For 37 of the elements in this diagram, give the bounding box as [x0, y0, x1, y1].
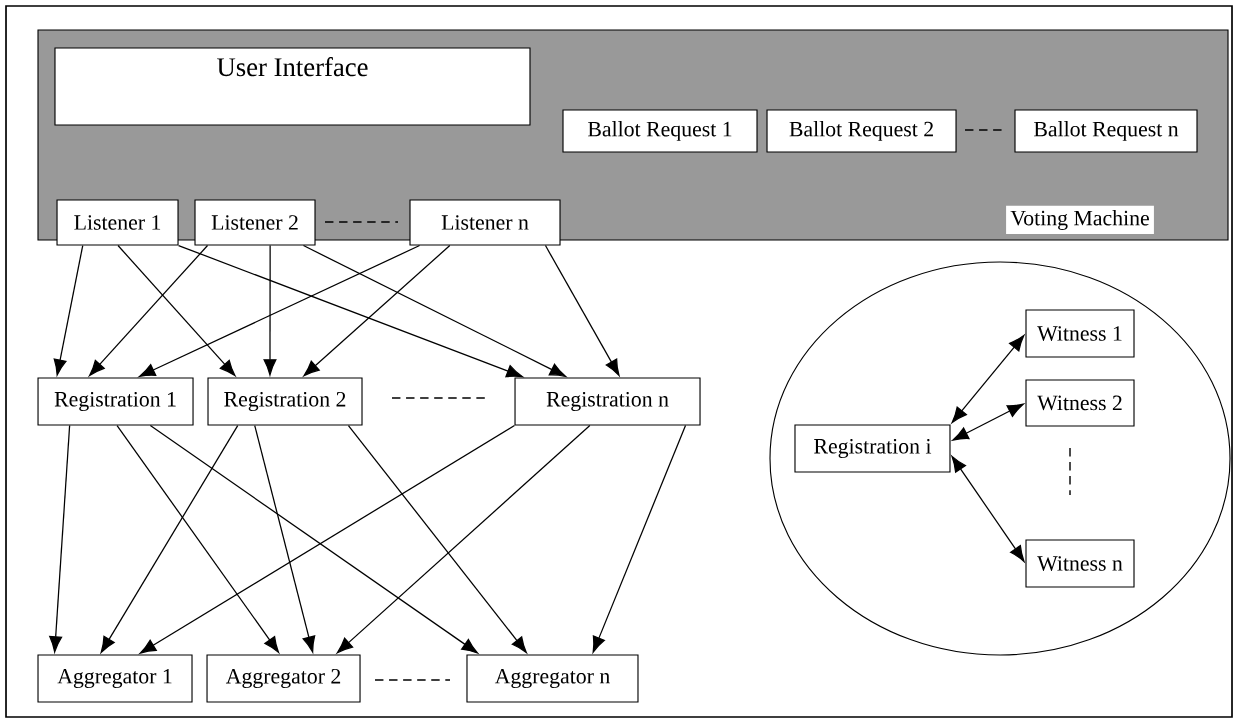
process-box: Aggregator 2: [206, 654, 361, 703]
process-box: User Interface: [54, 47, 531, 126]
process-box: Witness 2: [1025, 379, 1135, 427]
arrow: [53, 244, 84, 376]
process-box: Ballot Request 2: [766, 109, 957, 153]
arrow: [117, 244, 236, 377]
process-box: Listener n: [409, 199, 561, 246]
arrow: [88, 244, 209, 377]
process-box: Aggregator n: [466, 654, 639, 703]
process-box: Registration n: [514, 377, 701, 426]
arrow: [49, 424, 71, 653]
arrow: [951, 455, 1025, 563]
process-box: Witness 1: [1025, 309, 1135, 358]
process-box: Witness n: [1025, 539, 1135, 588]
arrow: [138, 244, 421, 377]
process-box: Registration i: [794, 424, 951, 473]
arrow: [263, 244, 277, 376]
arrow: [952, 403, 1024, 441]
arrow: [302, 244, 567, 377]
process-box: Registration 1: [37, 377, 194, 426]
circle: [769, 261, 1231, 656]
arrow: [592, 424, 687, 653]
arrow: [254, 424, 316, 653]
arrow: [303, 244, 451, 377]
process-box: Ballot Request 1: [562, 109, 758, 153]
arrow: [544, 244, 620, 376]
arrow: [100, 424, 239, 653]
arrow: [177, 244, 523, 378]
arrow: [116, 424, 280, 653]
arrow: [951, 334, 1025, 424]
process-box: Listener 2: [194, 199, 316, 246]
process-box: Registration 2: [207, 377, 363, 426]
process-box: Aggregator 1: [37, 654, 193, 703]
arrow: [347, 424, 527, 654]
process-box: Listener 1: [56, 199, 179, 246]
process-box: Ballot Request n: [1014, 109, 1198, 153]
arrow: [336, 424, 591, 654]
